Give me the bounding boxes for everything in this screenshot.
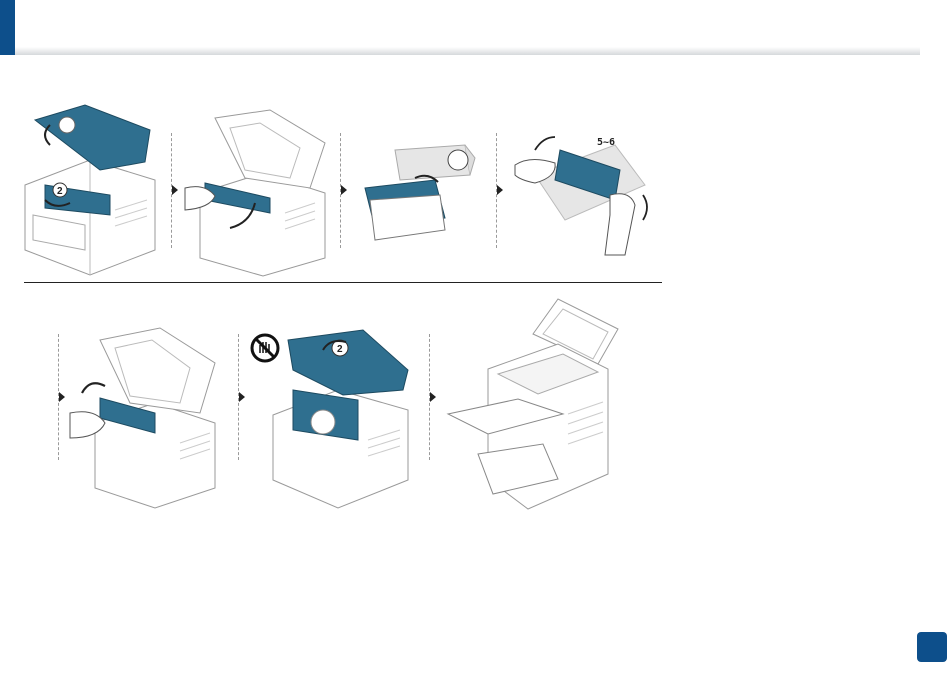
- next-step-arrow: [341, 185, 347, 195]
- step-shake-toner-illustration: [515, 125, 655, 255]
- next-step-arrow: [430, 392, 436, 402]
- next-step-arrow: [59, 392, 65, 402]
- callout-two: 2: [337, 344, 343, 355]
- shake-count-label: 5~6: [597, 137, 615, 148]
- step-remove-toner-illustration: [185, 108, 335, 276]
- page-number-badge: [917, 632, 947, 662]
- next-step-arrow: [239, 392, 245, 402]
- header-accent-bar: [0, 0, 15, 55]
- next-step-arrow: [172, 185, 178, 195]
- callout-two: 2: [57, 186, 63, 197]
- next-step-arrow: [497, 185, 503, 195]
- step-printer-ready-illustration: [448, 294, 618, 514]
- step-unpack-toner-illustration: [360, 140, 490, 250]
- header-rule: [15, 47, 920, 55]
- step-insert-toner-illustration: [70, 318, 220, 513]
- section-rule: [24, 282, 662, 283]
- step-open-cover-illustration: 2: [15, 100, 165, 275]
- step-close-cover-illustration: 2: [268, 330, 413, 510]
